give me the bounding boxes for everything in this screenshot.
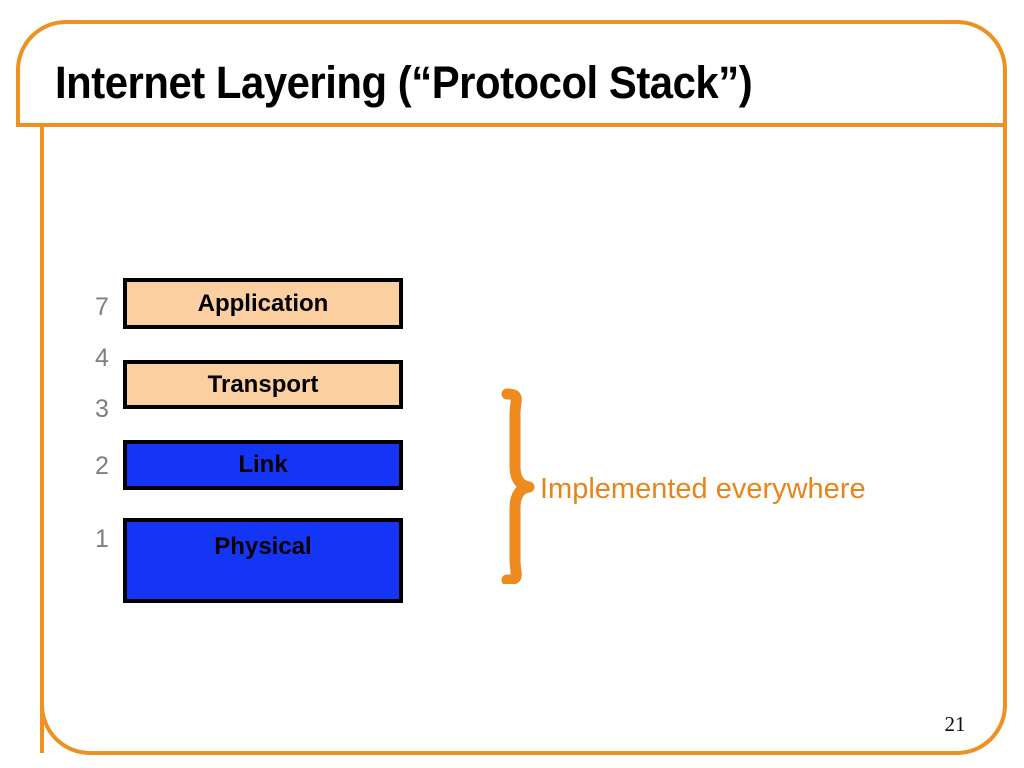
curly-brace-icon — [501, 388, 535, 584]
layer-box-transport[interactable]: Transport — [123, 360, 403, 409]
layer-box-application[interactable]: Application — [123, 278, 403, 329]
page-title: Internet Layering (“Protocol Stack”) — [55, 57, 753, 108]
layer-number-7: 7 — [95, 293, 109, 321]
page-number: 21 — [944, 712, 966, 736]
layer-number-4: 4 — [95, 344, 109, 372]
layer-number-1: 1 — [95, 525, 109, 553]
brace-path — [501, 388, 535, 584]
layer-label-physical: Physical — [214, 533, 312, 560]
layer-number-2: 2 — [95, 452, 109, 480]
layer-box-physical[interactable]: Physical — [123, 518, 403, 603]
layer-label-link: Link — [238, 451, 288, 478]
layer-label-transport: Transport — [207, 370, 319, 398]
layer-box-link[interactable]: Link — [123, 440, 403, 490]
layer-number-3: 3 — [95, 395, 109, 423]
layer-label-application: Application — [197, 289, 329, 317]
brace-annotation-label: Implemented everywhere — [540, 473, 866, 505]
